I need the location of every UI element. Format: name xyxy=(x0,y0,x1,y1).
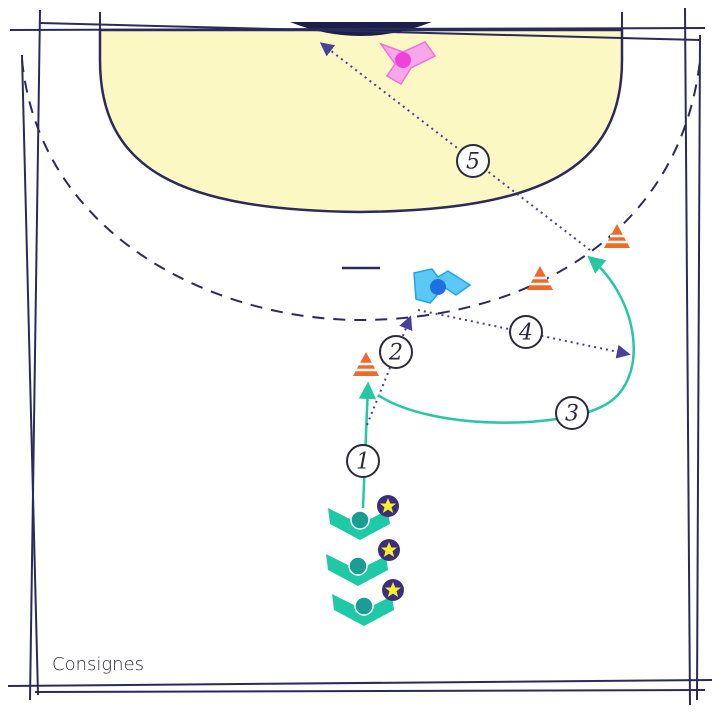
attacker xyxy=(328,495,399,540)
step-label-5: 5 xyxy=(466,150,480,175)
step-marker-3: 3 xyxy=(555,396,589,430)
pass-arrow-2 xyxy=(366,315,413,426)
step-marker-1: 1 xyxy=(346,444,380,478)
step-label-4: 4 xyxy=(518,321,533,346)
step-label-2: 2 xyxy=(388,341,403,366)
star-icon xyxy=(378,539,400,561)
attacker xyxy=(332,579,404,626)
goal-area xyxy=(98,28,624,214)
cone xyxy=(353,352,379,376)
step-marker-5: 5 xyxy=(456,144,490,178)
step-marker-4: 4 xyxy=(509,315,543,349)
step-label-3: 3 xyxy=(565,402,579,427)
free-throw-line xyxy=(21,59,701,322)
instructions-label: Consignes xyxy=(52,654,145,675)
star-icon xyxy=(382,579,404,601)
run-arrow-3 xyxy=(377,255,635,424)
step-marker-2: 2 xyxy=(379,335,413,369)
attacker xyxy=(326,539,400,586)
cone xyxy=(527,266,553,290)
step-label-1: 1 xyxy=(356,450,370,475)
star-icon xyxy=(377,495,399,517)
pass-arrow-5 xyxy=(319,42,591,251)
court-lines xyxy=(7,7,713,706)
defender xyxy=(413,268,472,304)
cone xyxy=(604,224,630,248)
goalkeeper xyxy=(379,41,437,86)
